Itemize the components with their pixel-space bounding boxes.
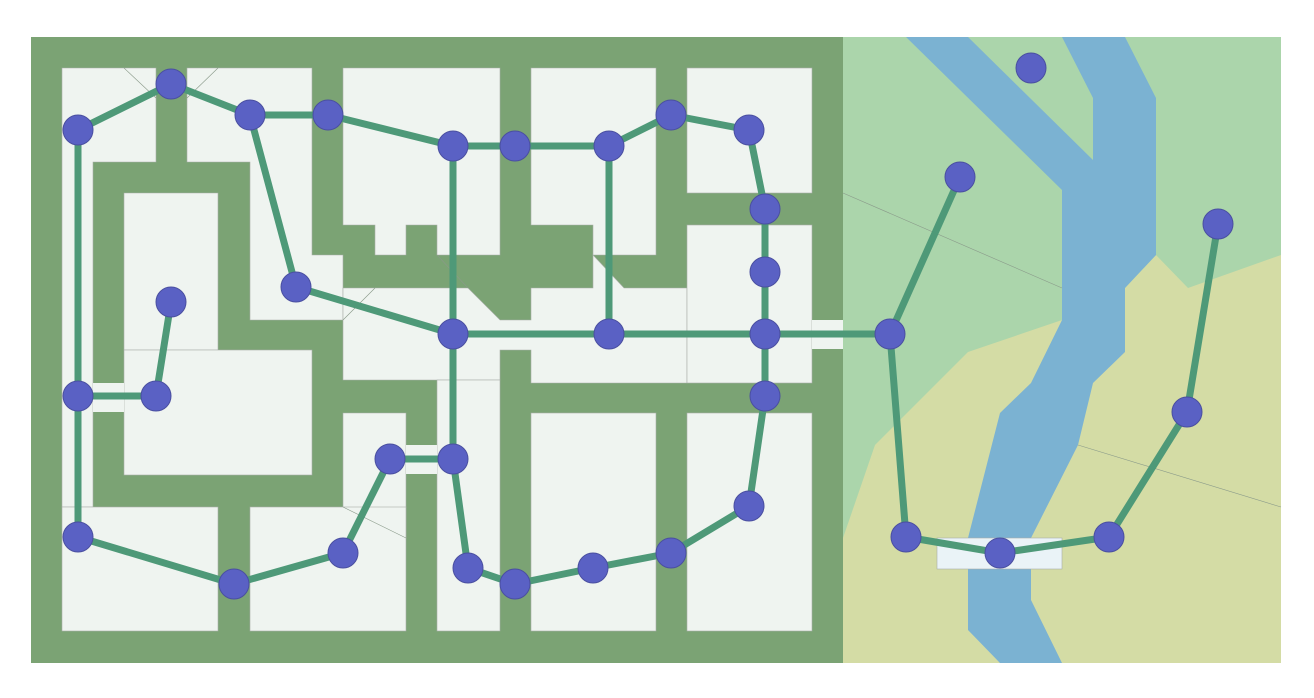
river bbox=[906, 37, 1156, 663]
graph-edge bbox=[1183, 220, 1222, 416]
room bbox=[686, 412, 813, 632]
graph-node bbox=[62, 521, 94, 553]
graph-node bbox=[437, 130, 469, 162]
graph-node bbox=[280, 271, 312, 303]
graph-edge bbox=[886, 173, 964, 338]
graph-node bbox=[437, 443, 469, 475]
graph-edges bbox=[74, 80, 1222, 588]
graph-edge bbox=[152, 298, 175, 400]
graph-edge bbox=[886, 330, 910, 541]
graph-edge bbox=[246, 111, 300, 291]
graph-nodes bbox=[62, 52, 1234, 600]
graph-edge bbox=[449, 455, 472, 572]
room bbox=[123, 192, 219, 351]
partition-line bbox=[342, 506, 407, 539]
graph-node bbox=[452, 552, 484, 584]
graph-node bbox=[499, 568, 531, 600]
graph-node bbox=[374, 443, 406, 475]
graph-node bbox=[733, 490, 765, 522]
graph-node bbox=[312, 99, 344, 131]
graph-node bbox=[577, 552, 609, 584]
graph-node bbox=[984, 537, 1016, 569]
graph-node bbox=[155, 68, 187, 100]
terrain-boundary-a bbox=[842, 192, 1063, 289]
graph-edge bbox=[745, 392, 769, 510]
graph-node bbox=[749, 318, 781, 350]
graph-node bbox=[655, 537, 687, 569]
graph-edge bbox=[324, 111, 457, 150]
graph-node bbox=[62, 114, 94, 146]
graph-node bbox=[1093, 521, 1125, 553]
graph-node bbox=[749, 380, 781, 412]
graph-node bbox=[874, 318, 906, 350]
room bbox=[342, 254, 688, 384]
graph-node bbox=[1171, 396, 1203, 428]
graph-node bbox=[593, 318, 625, 350]
graph-node bbox=[655, 99, 687, 131]
graph-node bbox=[499, 130, 531, 162]
graph-node bbox=[944, 161, 976, 193]
graph-node bbox=[749, 193, 781, 225]
graph-node bbox=[234, 99, 266, 131]
graph-edge bbox=[339, 455, 394, 557]
graph-edge bbox=[996, 533, 1113, 557]
graph-edge bbox=[74, 80, 175, 134]
graph-node bbox=[327, 537, 359, 569]
graph-node bbox=[437, 318, 469, 350]
graph-edge bbox=[74, 533, 238, 588]
graph-node bbox=[749, 256, 781, 288]
graph-node bbox=[218, 568, 250, 600]
room bbox=[123, 349, 313, 476]
room bbox=[686, 224, 813, 384]
graph-edge bbox=[1105, 408, 1191, 541]
outdoor-terrain bbox=[842, 37, 1282, 663]
graph-edge bbox=[292, 283, 457, 338]
graph-node bbox=[1202, 208, 1234, 240]
graph-node bbox=[733, 114, 765, 146]
room bbox=[530, 412, 657, 632]
graph-node bbox=[155, 286, 187, 318]
building-rooms bbox=[61, 67, 843, 632]
graph-node bbox=[62, 380, 94, 412]
room bbox=[249, 506, 407, 632]
terrain-boundary-b bbox=[1077, 444, 1282, 508]
room bbox=[342, 67, 501, 256]
room bbox=[436, 379, 501, 632]
graph-node bbox=[140, 380, 172, 412]
graph-edge bbox=[230, 549, 347, 588]
building-floorplan bbox=[31, 37, 843, 663]
graph-edge bbox=[902, 533, 1004, 557]
graph-node bbox=[593, 130, 625, 162]
graph-node bbox=[1015, 52, 1047, 84]
graph-node bbox=[890, 521, 922, 553]
